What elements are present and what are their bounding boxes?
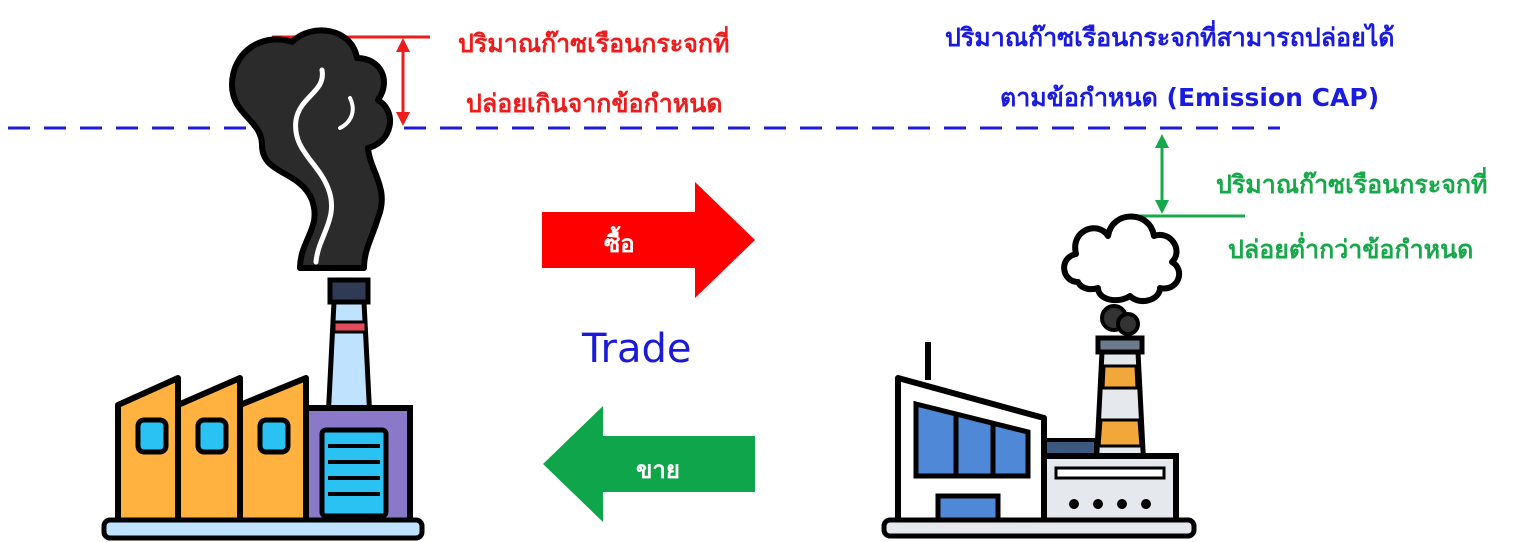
trade-label: Trade — [582, 326, 692, 372]
sell-arrow — [543, 406, 755, 522]
excess-label-line1: ปริมาณก๊าซเรือนกระจกที่ — [458, 29, 730, 58]
excess-label-line2: ปล่อยเกินจากข้อกำหนด — [466, 89, 723, 118]
cap-label-line1: ปริมาณก๊าซเรือนกระจกที่สามารถปล่อยได้ — [945, 23, 1395, 52]
below-cap-indicator — [1125, 134, 1245, 218]
clean-factory-icon — [881, 213, 1197, 539]
white-cloud-icon — [1061, 213, 1183, 305]
below-label-line1: ปริมาณก๊าซเรือนกระจกที่ — [1216, 170, 1488, 199]
buy-arrow — [542, 182, 755, 298]
below-label-line2: ปล่อยต่ำกว่าข้อกำหนด — [1228, 235, 1474, 264]
cap-label-line2: ตามข้อกำหนด (Emission CAP) — [1000, 83, 1380, 112]
black-smoke-icon — [229, 27, 393, 271]
sell-label: ขาย — [636, 456, 680, 484]
polluting-factory-icon — [101, 27, 425, 541]
buy-label: ซื้อ — [604, 230, 635, 258]
